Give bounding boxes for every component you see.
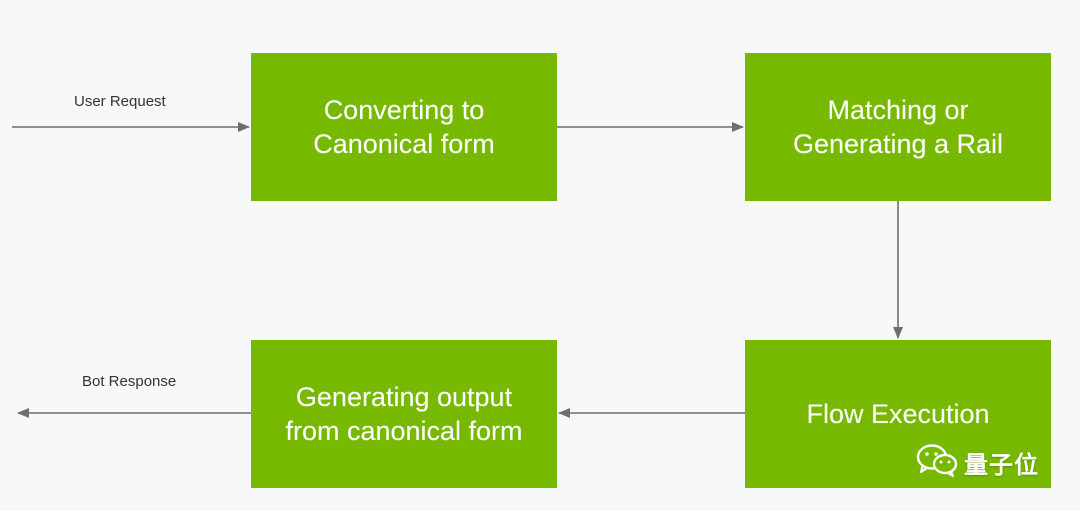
wechat-icon [916,443,958,482]
bot-response-label: Bot Response [82,373,177,390]
match-generate-rail-box: Matching or Generating a Rail [745,53,1051,201]
watermark: 量子位 [916,443,1039,482]
user-request-label: User Request [74,93,166,110]
convert-canonical-label: Converting to Canonical form [313,95,495,159]
watermark-text: 量子位 [964,450,1039,479]
flow-execution-label: Flow Execution [806,399,990,429]
generate-output-box: Generating output from canonical form [251,340,557,488]
match-generate-rail-label: Matching or Generating a Rail [792,95,1004,159]
flow-execution-box: Flow Execution [745,340,1051,488]
convert-canonical-box: Converting to Canonical form [251,53,557,201]
generate-output-label: Generating output from canonical form [285,382,523,446]
